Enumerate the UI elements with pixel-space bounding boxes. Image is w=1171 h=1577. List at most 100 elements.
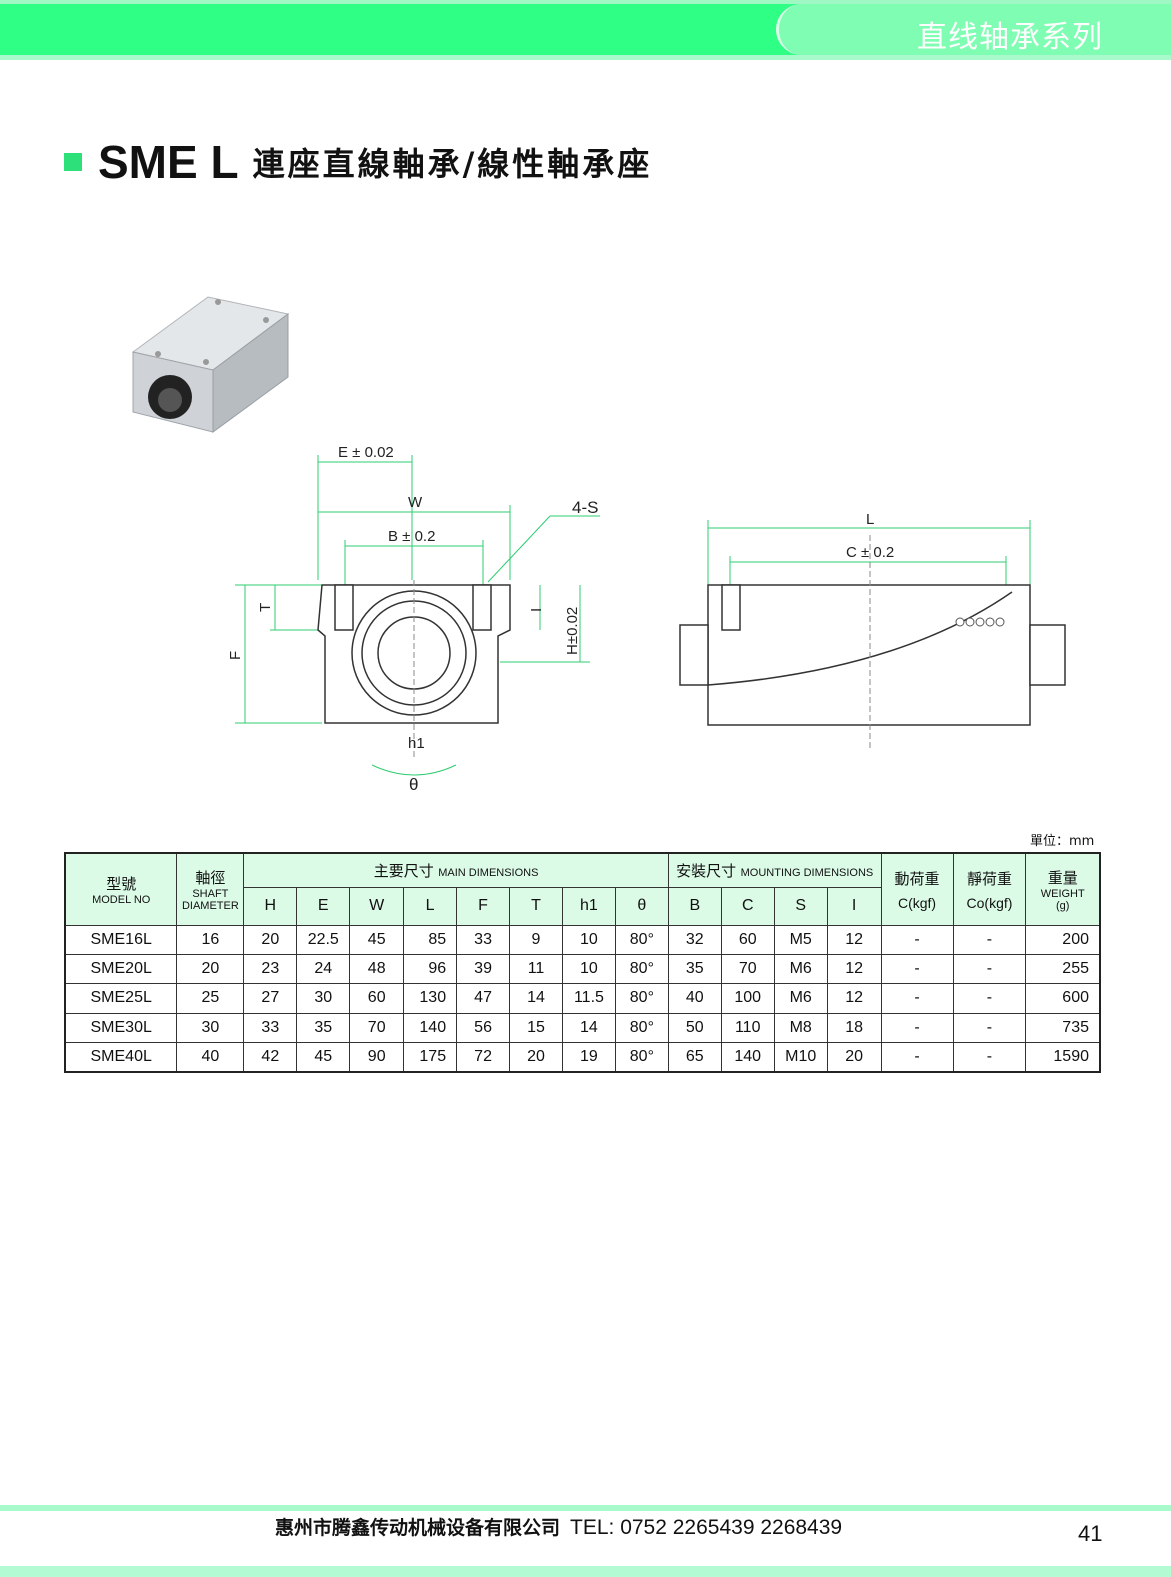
subheader-cell: F	[456, 886, 511, 926]
label-s: 4-S	[572, 498, 598, 517]
table-cell: 9	[509, 924, 563, 955]
table-cell: -	[952, 1012, 1027, 1044]
table-cell: -	[952, 924, 1027, 955]
table-cell: 22.5	[296, 924, 351, 955]
subheader-cell: θ	[614, 886, 669, 926]
table-cell: 40	[176, 1042, 245, 1073]
table-cell: 96	[403, 953, 458, 985]
table-cell: 20	[826, 1042, 882, 1073]
header-mounting-dimensions: 安裝尺寸 MOUNTING DIMENSIONS	[667, 852, 882, 888]
table-cell: 25	[176, 983, 245, 1014]
table-cell: -	[880, 924, 954, 955]
table-cell: -	[880, 953, 954, 985]
table-cell: 20	[176, 953, 245, 985]
unit-label: 單位：mm	[1030, 834, 1095, 849]
table-cell: -	[880, 1012, 954, 1044]
label-e: E ± 0.02	[338, 444, 394, 461]
table-cell: 56	[456, 1012, 511, 1044]
table-cell: 140	[403, 1012, 458, 1044]
label-f: F	[227, 651, 244, 660]
table-cell: 80°	[614, 1042, 669, 1073]
title-name: 連座直線軸承/線性軸承座	[252, 145, 653, 183]
table-cell: 80°	[614, 983, 669, 1014]
subheader-cell: B	[667, 886, 722, 926]
label-l: L	[866, 511, 874, 528]
table-cell: 30	[176, 1012, 245, 1044]
table-cell: 130	[403, 983, 458, 1014]
table-cell: 1590	[1025, 1042, 1101, 1073]
table-cell: 10	[561, 924, 616, 955]
subheader-cell: W	[349, 886, 405, 926]
table-cell: 20	[509, 1042, 563, 1073]
series-tab: 直线轴承系列	[776, 4, 1171, 55]
table-cell: 11	[509, 953, 563, 985]
table-cell: 200	[1025, 924, 1101, 955]
label-i: I	[528, 608, 545, 612]
table-cell: 20	[243, 924, 298, 955]
label-h1: h1	[408, 735, 425, 752]
subheader-cell: H	[243, 886, 298, 926]
subheader-cell: T	[509, 886, 563, 926]
table-cell: 70	[720, 953, 775, 985]
table-cell: SME16L	[64, 924, 178, 955]
table-cell: 35	[667, 953, 722, 985]
title-model: SME L	[98, 136, 239, 188]
table-cell: 12	[826, 983, 882, 1014]
table-cell: 30	[296, 983, 351, 1014]
table-cell: 33	[243, 1012, 298, 1044]
table-cell: 47	[456, 983, 511, 1014]
product-photo	[131, 296, 290, 433]
table-cell: 80°	[614, 924, 669, 955]
page-number: 41	[1078, 1521, 1103, 1546]
table-cell: 80°	[614, 1012, 669, 1044]
header-main-dimensions: 主要尺寸 MAIN DIMENSIONS	[243, 852, 669, 888]
table-cell: 15	[509, 1012, 563, 1044]
subheader-cell: L	[403, 886, 458, 926]
table-cell: 40	[667, 983, 722, 1014]
table-cell: 24	[296, 953, 351, 985]
table-cell: 10	[561, 953, 616, 985]
table-cell: 14	[561, 1012, 616, 1044]
table-cell: 35	[296, 1012, 351, 1044]
table-cell: 45	[349, 924, 405, 955]
table-cell: 80°	[614, 953, 669, 985]
label-w: W	[408, 494, 423, 511]
label-h: H±0.02	[564, 607, 581, 655]
table-cell: 32	[667, 924, 722, 955]
page-title: SME L 連座直線軸承/線性軸承座	[64, 135, 652, 189]
table-cell: 60	[720, 924, 775, 955]
subheader-cell: S	[773, 886, 828, 926]
table-cell: 65	[667, 1042, 722, 1073]
table-cell: M5	[773, 924, 828, 955]
table-cell: 39	[456, 953, 511, 985]
table-cell: -	[880, 1042, 954, 1073]
table-cell: -	[952, 983, 1027, 1014]
table-cell: 11.5	[561, 983, 616, 1014]
table-cell: 12	[826, 953, 882, 985]
table-cell: SME20L	[64, 953, 178, 985]
table-cell: 90	[349, 1042, 405, 1073]
table-cell: 255	[1025, 953, 1101, 985]
label-b: B ± 0.2	[388, 528, 435, 545]
table-cell: -	[952, 1042, 1027, 1073]
label-c: C ± 0.2	[846, 544, 894, 561]
table-cell: 19	[561, 1042, 616, 1073]
table-cell: M6	[773, 983, 828, 1014]
header-bar: 直线轴承系列	[0, 0, 1171, 60]
table-cell: 14	[509, 983, 563, 1014]
table-cell: 100	[720, 983, 775, 1014]
series-label: 直线轴承系列	[917, 20, 1103, 55]
table-cell: M10	[773, 1042, 828, 1073]
table-cell: 45	[296, 1042, 351, 1073]
table-cell: 12	[826, 924, 882, 955]
table-cell: 72	[456, 1042, 511, 1073]
table-cell: 33	[456, 924, 511, 955]
table-cell: 42	[243, 1042, 298, 1073]
subheader-cell: h1	[561, 886, 616, 926]
table-cell: -	[880, 983, 954, 1014]
